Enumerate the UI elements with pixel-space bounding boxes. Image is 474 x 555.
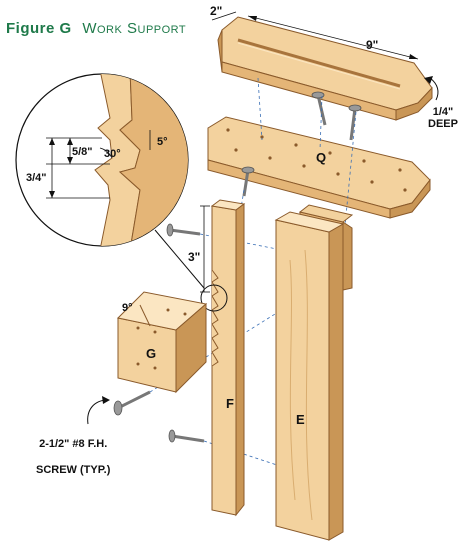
figure-label: Figure G (6, 20, 72, 37)
part-label-q: Q (316, 150, 327, 165)
part-e-post (274, 204, 354, 541)
dimension-lines-top (211, 11, 439, 101)
figure-title: Figure G Work Support (6, 20, 186, 37)
dimension-label-9in: 9" (366, 38, 379, 52)
dimension-label-2in: 2" (210, 4, 223, 18)
part-q-piece (207, 116, 431, 219)
figure-subtitle: Work Support (82, 20, 187, 37)
groove-depth-word: DEEP (428, 118, 458, 130)
screw-note-line2: SCREW (TYP.) (36, 464, 111, 476)
detail-dim-3-4: 3/4" (26, 172, 47, 184)
detail-angle-30: 30° (104, 148, 121, 160)
detail-callout-circle (200, 284, 228, 312)
groove-depth-value: 1/4" (432, 106, 454, 118)
screw-note-line1: 2-1/2" #8 F.H. (39, 438, 108, 450)
part-label-g: G (146, 346, 157, 361)
part-f-stick (210, 199, 246, 517)
angle-label-9deg: 9° (122, 302, 133, 314)
screw-note-arrow (87, 399, 109, 425)
part-g-block (116, 291, 208, 394)
detail-leader-line (154, 229, 205, 289)
dimension-label-3in: 3" (188, 250, 201, 264)
detail-dim-5-8: 5/8" (72, 146, 93, 158)
groove-depth-label: 1/4" DEEP (428, 106, 458, 130)
screw-note: 2-1/2" #8 F.H. SCREW (TYP.) (36, 425, 110, 490)
detail-view (15, 73, 189, 247)
arrow-head-icon (102, 396, 110, 404)
dimension-3in (200, 205, 210, 293)
detail-angle-5: 5° (157, 136, 168, 148)
top-grooved-piece (217, 16, 433, 121)
part-label-e: E (296, 412, 305, 427)
part-label-f: F (226, 396, 234, 411)
